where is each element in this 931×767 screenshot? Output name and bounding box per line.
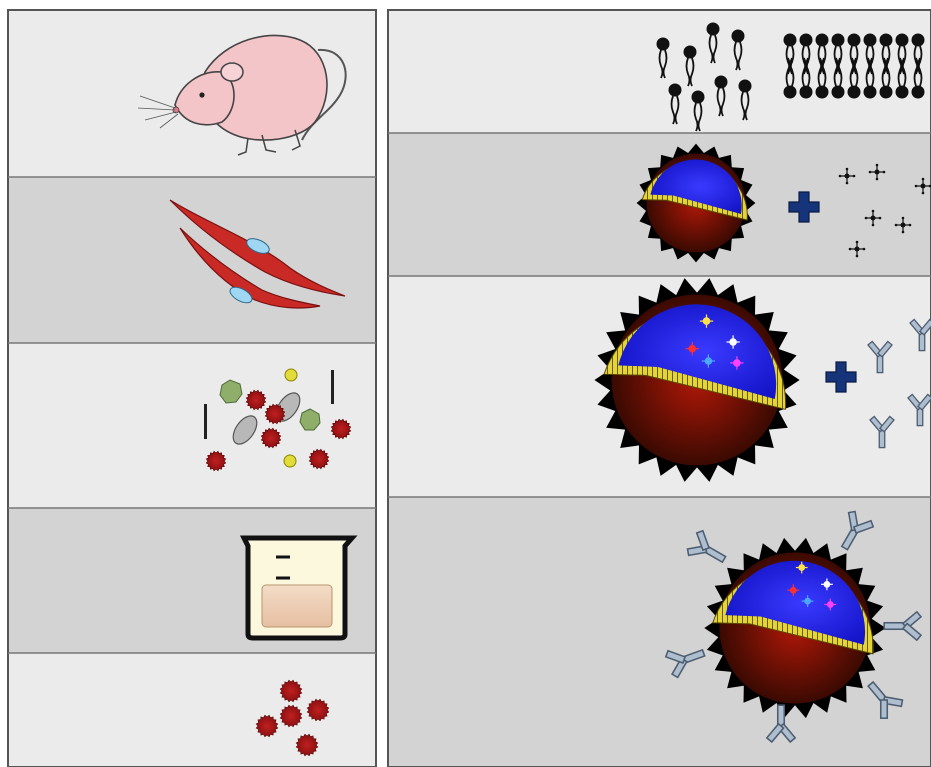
right-panel-lipids xyxy=(388,10,931,133)
beaker-icon xyxy=(244,538,352,638)
left-panel-blood-mix xyxy=(8,343,376,508)
left-panel-cells xyxy=(8,177,376,343)
